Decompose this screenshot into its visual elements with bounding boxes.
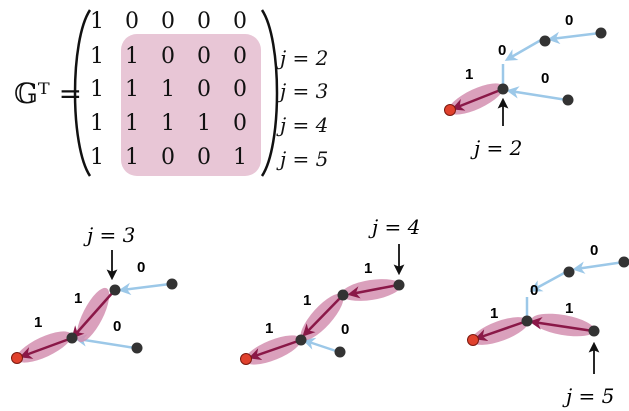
- tree-j5: j = 5 1 1 0 0: [467, 242, 629, 408]
- edge-inactive: [547, 31, 601, 45]
- pointer-label: j = 5: [562, 384, 614, 408]
- matrix-cell: 1: [161, 111, 175, 136]
- matrix-lhs: 𝔾ᵀ =: [14, 77, 82, 110]
- node: [337, 289, 349, 301]
- matrix-cell: 1: [197, 111, 211, 136]
- matrix-cell: 1: [90, 9, 104, 34]
- node: [166, 278, 178, 290]
- node: [562, 94, 574, 106]
- edge-active: [474, 319, 528, 342]
- tree-j3: j = 3 1 1 0 0: [11, 223, 178, 364]
- matrix-cell: 0: [125, 9, 139, 34]
- matrix-cell: 0: [197, 145, 211, 170]
- edge-active: [451, 87, 504, 111]
- edge-label: 1: [490, 305, 498, 322]
- matrix-cell: 1: [125, 44, 139, 69]
- node: [539, 35, 551, 47]
- edge-label: 1: [364, 260, 372, 277]
- matrix-cell: 0: [161, 145, 175, 170]
- matrix-right-paren: [260, 9, 279, 177]
- edge-inactive: [118, 282, 171, 296]
- edge-label: 1: [303, 292, 311, 309]
- edge-label: 0: [113, 318, 121, 335]
- edge-label: 1: [465, 66, 473, 83]
- edge-active: [71, 290, 115, 339]
- edge-label: 1: [34, 314, 42, 331]
- matrix-row-label: j = 2: [276, 46, 328, 70]
- matrix-cell: 0: [197, 44, 211, 69]
- edge-active: [248, 338, 302, 361]
- matrix-cell: 1: [233, 145, 247, 170]
- matrix-cell: 1: [161, 77, 175, 102]
- edge-inactive: [504, 38, 542, 61]
- edge-inactive: [529, 270, 567, 292]
- matrix-cell: 1: [90, 44, 104, 69]
- matrix-row-label: j = 4: [276, 113, 328, 137]
- matrix-cell: 1: [125, 111, 139, 136]
- pointer-label: j = 3: [83, 223, 135, 247]
- matrix-cell: 0: [233, 111, 247, 136]
- edge-label: 0: [541, 70, 549, 87]
- node: [497, 83, 509, 95]
- root-node: [467, 334, 479, 346]
- edge-inactive: [506, 86, 568, 102]
- root-node: [11, 352, 23, 364]
- node: [618, 256, 629, 268]
- matrix-cell: 0: [233, 77, 247, 102]
- edge-active: [19, 336, 73, 359]
- edge-inactive: [74, 334, 136, 350]
- edge-label: 0: [137, 259, 145, 276]
- matrix-row-label: j = 5: [276, 147, 328, 171]
- node: [588, 325, 600, 337]
- matrix-cell: 0: [233, 44, 247, 69]
- edge-label: 0: [530, 282, 538, 299]
- matrix-cell: 0: [233, 9, 247, 34]
- node: [66, 332, 78, 344]
- edge-label: 1: [565, 300, 573, 317]
- node: [521, 315, 533, 327]
- edge-label: 1: [265, 320, 273, 337]
- root-node: [444, 104, 456, 116]
- edge-label: 0: [498, 42, 506, 59]
- matrix-cell: 0: [161, 9, 175, 34]
- matrix-cell: 1: [125, 77, 139, 102]
- node: [131, 342, 143, 354]
- pointer-label: j = 4: [368, 215, 420, 239]
- edge-label: 0: [341, 321, 349, 338]
- matrix-cell: 0: [161, 44, 175, 69]
- edge-label: 0: [565, 12, 573, 29]
- node: [595, 27, 607, 39]
- node: [393, 279, 405, 291]
- tree-j4: j = 4 1 1 1 0: [240, 215, 420, 365]
- matrix-cell: 1: [90, 77, 104, 102]
- edge-label: 0: [590, 242, 598, 259]
- edge-highlight: [531, 313, 595, 337]
- matrix-cell: 1: [90, 111, 104, 136]
- matrix-cell: 1: [125, 145, 139, 170]
- edge-label: 1: [74, 290, 82, 307]
- edge-inactive: [572, 260, 625, 274]
- node: [334, 346, 346, 358]
- matrix-cell: 1: [90, 145, 104, 170]
- matrix-cell: 0: [197, 77, 211, 102]
- node: [109, 284, 121, 296]
- edge-active: [347, 283, 399, 299]
- matrix-left-paren: [73, 9, 92, 177]
- edge-active: [529, 317, 594, 333]
- root-node: [240, 353, 252, 365]
- edge-inactive: [302, 337, 340, 354]
- node: [295, 334, 307, 346]
- tree-j2: j = 2 1 0 0 0: [444, 12, 607, 160]
- edge-active: [302, 294, 344, 337]
- node: [563, 266, 575, 278]
- pointer-label: j = 2: [470, 136, 522, 160]
- matrix-row-label: j = 3: [276, 79, 328, 103]
- matrix-highlight: [121, 34, 261, 176]
- matrix-cell: 0: [197, 9, 211, 34]
